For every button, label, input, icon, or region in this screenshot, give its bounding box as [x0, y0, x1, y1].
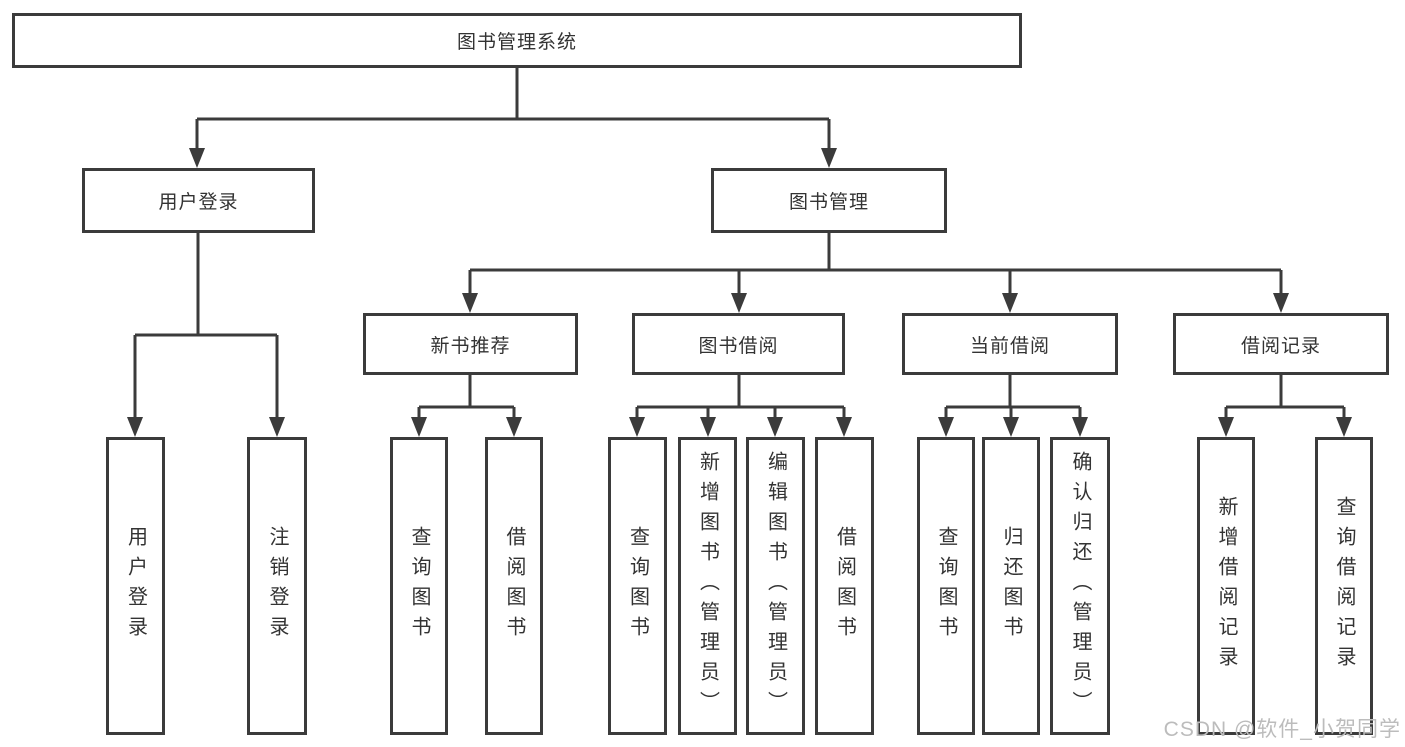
- node-leaf-confirm-return-admin-label: 确认归还（管理员）: [1069, 451, 1091, 721]
- node-book-management: 图书管理: [711, 168, 947, 233]
- node-leaf-edit-books-admin: 编辑图书（管理员）: [746, 437, 805, 735]
- node-leaf-borrow-books-1: 借阅图书: [485, 437, 543, 735]
- node-leaf-query-borrow-record: 查询借阅记录: [1315, 437, 1373, 735]
- node-leaf-user-login-label: 用户登录: [124, 526, 147, 646]
- node-leaf-add-books-admin-label: 新增图书（管理员）: [696, 451, 719, 721]
- node-leaf-borrow-books-1-label: 借阅图书: [503, 526, 525, 646]
- node-current-borrowing-label: 当前借阅: [969, 335, 1050, 357]
- node-book-borrowing: 图书借阅: [632, 313, 845, 375]
- node-leaf-logout-label: 注销登录: [266, 526, 288, 646]
- node-leaf-query-books-2: 查询图书: [608, 437, 667, 735]
- node-leaf-return-books-label: 归还图书: [1000, 526, 1022, 646]
- node-leaf-add-books-admin: 新增图书（管理员）: [678, 437, 737, 735]
- node-book-borrowing-label: 图书借阅: [698, 335, 779, 357]
- node-current-borrowing: 当前借阅: [902, 313, 1118, 375]
- node-user-login-module: 用户登录: [82, 168, 315, 233]
- node-leaf-query-borrow-record-label: 查询借阅记录: [1333, 496, 1355, 676]
- csdn-watermark: CSDN @软件_小贺同学: [1163, 718, 1401, 741]
- node-borrowing-records-label: 借阅记录: [1240, 335, 1321, 357]
- node-leaf-confirm-return-admin: 确认归还（管理员）: [1050, 437, 1110, 735]
- node-leaf-return-books: 归还图书: [982, 437, 1040, 735]
- node-leaf-query-books-1: 查询图书: [390, 437, 448, 735]
- node-book-management-label: 图书管理: [788, 192, 869, 213]
- node-leaf-user-login: 用户登录: [106, 437, 165, 735]
- node-leaf-query-books-3: 查询图书: [917, 437, 975, 735]
- node-leaf-add-borrow-record-label: 新增借阅记录: [1215, 496, 1237, 676]
- node-user-login-module-label: 用户登录: [158, 192, 239, 213]
- node-leaf-query-books-1-label: 查询图书: [408, 526, 430, 646]
- node-new-book-recommendation-label: 新书推荐: [430, 335, 511, 357]
- node-leaf-query-books-2-label: 查询图书: [626, 526, 649, 646]
- node-new-book-recommendation: 新书推荐: [363, 313, 578, 375]
- node-leaf-borrow-books-2-label: 借阅图书: [833, 526, 856, 646]
- node-root-label: 图书管理系统: [456, 32, 577, 53]
- node-leaf-borrow-books-2: 借阅图书: [815, 437, 874, 735]
- node-leaf-logout: 注销登录: [247, 437, 307, 735]
- node-leaf-add-borrow-record: 新增借阅记录: [1197, 437, 1255, 735]
- node-borrowing-records: 借阅记录: [1173, 313, 1389, 375]
- node-leaf-edit-books-admin-label: 编辑图书（管理员）: [764, 451, 787, 721]
- node-leaf-query-books-3-label: 查询图书: [935, 526, 957, 646]
- node-root: 图书管理系统: [12, 13, 1022, 68]
